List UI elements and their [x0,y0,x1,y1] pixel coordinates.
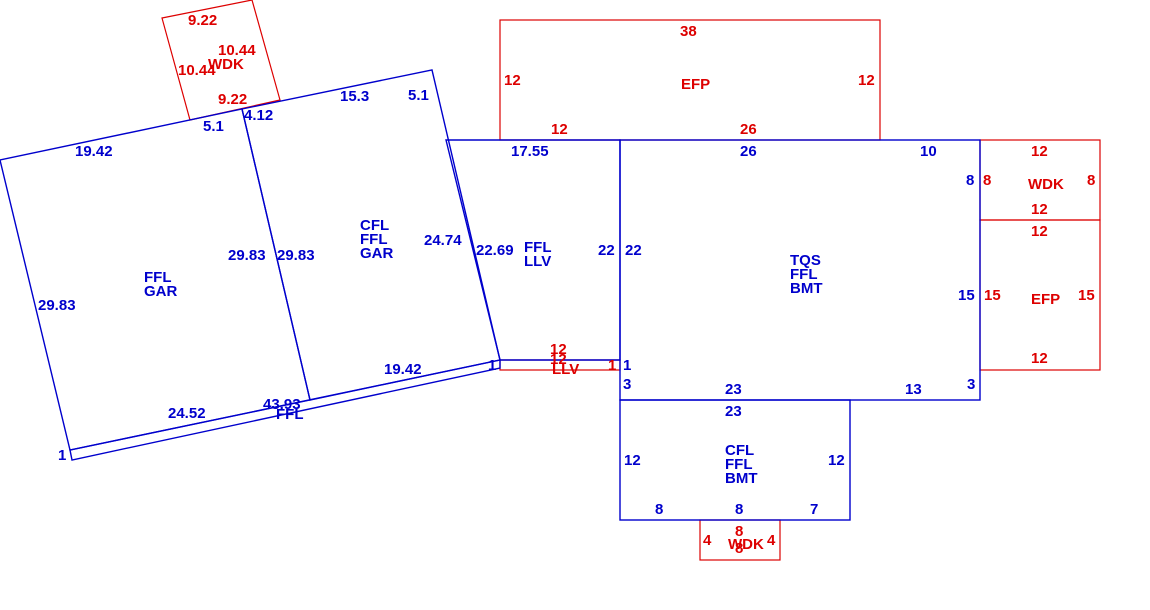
main-house-label-1: TQS [790,252,821,269]
dim-label: 19.42 [384,361,422,378]
dim-label: 15.3 [340,88,369,105]
gar-left-label-2: GAR [144,283,178,300]
dim-label: 38 [680,23,697,40]
dim-label: 8 [983,172,991,189]
dim-label: 9.22 [218,91,247,108]
dim-label: 7 [810,501,818,518]
dim-label: 26 [740,143,757,160]
dim-label: 12 [550,341,567,358]
dim-label: 12 [504,72,521,89]
llv-label-1: FFL [524,239,552,256]
wdk-top-label: WDK [208,56,244,73]
dim-label: 8 [735,501,743,518]
dim-label: 4 [767,532,776,549]
gar-right-label-1: CFL [360,217,389,234]
gar-right-label-2: FFL [360,231,388,248]
main-house-label-3: BMT [790,280,823,297]
dim-label: 8 [735,523,743,540]
dim-label: 3 [623,376,631,393]
wdk-top-area [161,0,281,121]
dim-label: 22 [625,242,642,259]
dim-label: 12 [1031,223,1048,240]
llv-label-2: LLV [524,253,551,270]
gar-left-label-1: FFL [144,269,172,286]
dim-label: 15 [958,287,975,304]
dim-label: 4 [703,532,712,549]
dim-label: 13 [905,381,922,398]
llv-strip-label: LLV [552,361,579,378]
dim-label: 24.74 [424,232,462,249]
dim-label: 1 [58,447,66,464]
gar-right-label-3: GAR [360,245,394,262]
dim-label: 26 [740,121,757,138]
dim-label: 29.83 [228,247,266,264]
dim-label: 10.44 [178,62,216,79]
dim-label: 19.42 [75,143,113,160]
dim-label: 12 [858,72,875,89]
efp-top-label: EFP [681,76,710,93]
dim-label: 10 [920,143,937,160]
dim-label: 1 [608,357,616,374]
ffl-strip-area [69,359,501,461]
dim-label: 9.22 [188,12,217,29]
dim-label: 29.83 [38,297,76,314]
dim-label: 12 [1031,143,1048,160]
dim-label: 3 [967,376,975,393]
dim-label: 8 [655,501,663,518]
dim-label: 10.44 [218,42,256,59]
dim-label: 4.12 [244,107,273,124]
dim-label: 23 [725,381,742,398]
dim-label: 43.93 [263,396,301,413]
dim-label: 1 [623,357,631,374]
ffl-strip-label: FFL [276,406,304,423]
dim-label: 15 [1078,287,1095,304]
dim-label: 8 [1087,172,1095,189]
wdk-right-label: WDK [1028,176,1064,193]
dim-label: 5.1 [203,118,224,135]
efp-right-label: EFP [1031,291,1060,308]
dim-label: 8 [966,172,974,189]
dim-label: 12 [1031,201,1048,218]
dim-label: 29.83 [277,247,315,264]
dim-label: 23 [725,403,742,420]
dim-label: 12 [550,351,567,368]
basement-label-2: FFL [725,456,753,473]
dim-label: 22 [598,242,615,259]
basement-label-3: BMT [725,470,758,487]
dim-label: 12 [551,121,568,138]
dim-label: 24.52 [168,405,206,422]
dim-label: 15 [984,287,1001,304]
dim-label: 12 [828,452,845,469]
dim-label: 1 [488,357,496,374]
dim-label: 12 [624,452,641,469]
dim-label: 22.69 [476,242,514,259]
wdk-bottom-label: WDK [728,536,764,553]
basement-area [619,399,851,521]
basement-label-1: CFL [725,442,754,459]
dim-label: 12 [1031,350,1048,367]
dim-label: 8 [735,540,743,557]
dim-label: 5.1 [408,87,429,104]
main-house-label-2: FFL [790,266,818,283]
dim-label: 17.55 [511,143,549,160]
